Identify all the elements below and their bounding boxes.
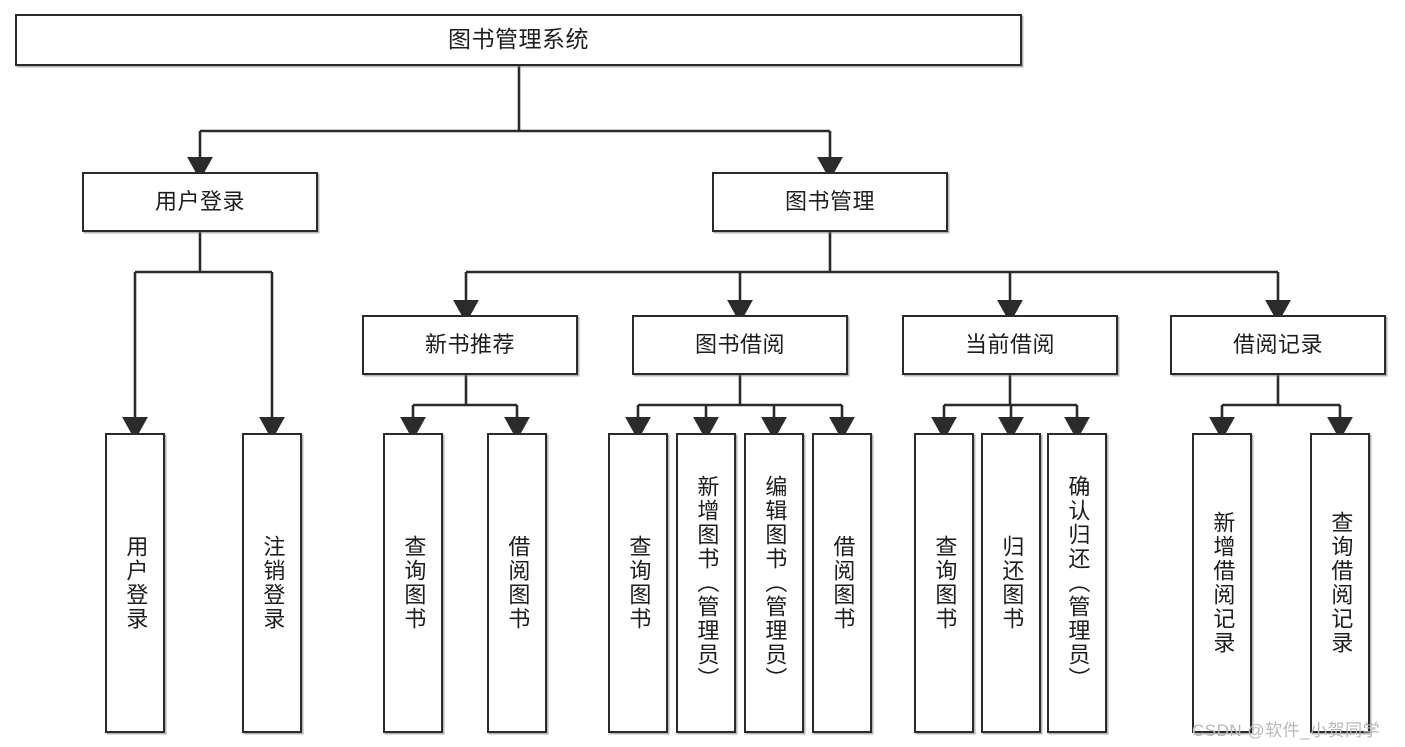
node-label: 借阅记录	[1232, 331, 1323, 357]
node-borrow-records[interactable]: 借阅记录	[1170, 315, 1386, 375]
node-book-management[interactable]: 图书管理	[712, 172, 948, 232]
node-label: 查询借阅记录	[1328, 511, 1354, 655]
node-book-borrow[interactable]: 图书借阅	[632, 315, 848, 375]
node-label: 新增借阅记录	[1210, 511, 1236, 655]
node-label: 图书管理系统	[448, 26, 589, 53]
leaf-borrow-borrow-book[interactable]: 借阅图书	[812, 433, 872, 733]
leaf-current-query-book[interactable]: 查询图书	[914, 433, 974, 733]
node-new-book-recommend[interactable]: 新书推荐	[362, 315, 578, 375]
node-label: 借阅图书	[505, 535, 531, 631]
node-current-borrow[interactable]: 当前借阅	[902, 315, 1118, 375]
node-root-book-management-system[interactable]: 图书管理系统	[15, 14, 1022, 66]
node-label: 查询图书	[401, 535, 427, 631]
leaf-borrow-add-book-admin[interactable]: 新增图书（管理员）	[676, 433, 736, 733]
watermark-text: CSDN @软件_小贺同学	[1192, 721, 1381, 740]
node-label: 图书管理	[784, 188, 875, 214]
leaf-recommend-query-book[interactable]: 查询图书	[383, 433, 443, 733]
node-label: 新增图书（管理员）	[694, 475, 720, 691]
node-label: 查询图书	[626, 535, 652, 631]
node-label: 当前借阅	[964, 331, 1055, 357]
leaf-current-confirm-return-admin[interactable]: 确认归还（管理员）	[1047, 433, 1107, 733]
node-label: 图书借阅	[694, 331, 785, 357]
node-label: 用户登录	[154, 188, 245, 214]
node-user-login[interactable]: 用户登录	[82, 172, 318, 232]
node-label: 借阅图书	[830, 535, 856, 631]
leaf-recommend-borrow-book[interactable]: 借阅图书	[487, 433, 547, 733]
leaf-borrow-edit-book-admin[interactable]: 编辑图书（管理员）	[744, 433, 804, 733]
leaf-user-login-do[interactable]: 用户登录	[105, 433, 165, 733]
node-label: 查询图书	[932, 535, 958, 631]
node-label: 新书推荐	[424, 331, 515, 357]
node-label: 编辑图书（管理员）	[762, 475, 788, 691]
node-label: 注销登录	[260, 535, 286, 631]
node-label: 用户登录	[123, 535, 149, 631]
leaf-records-add-record[interactable]: 新增借阅记录	[1192, 433, 1252, 733]
node-label: 归还图书	[999, 535, 1025, 631]
leaf-borrow-query-book[interactable]: 查询图书	[608, 433, 668, 733]
leaf-current-return-book[interactable]: 归还图书	[981, 433, 1041, 733]
leaf-user-logout[interactable]: 注销登录	[242, 433, 302, 733]
node-label: 确认归还（管理员）	[1065, 475, 1091, 691]
leaf-records-query-record[interactable]: 查询借阅记录	[1310, 433, 1370, 733]
